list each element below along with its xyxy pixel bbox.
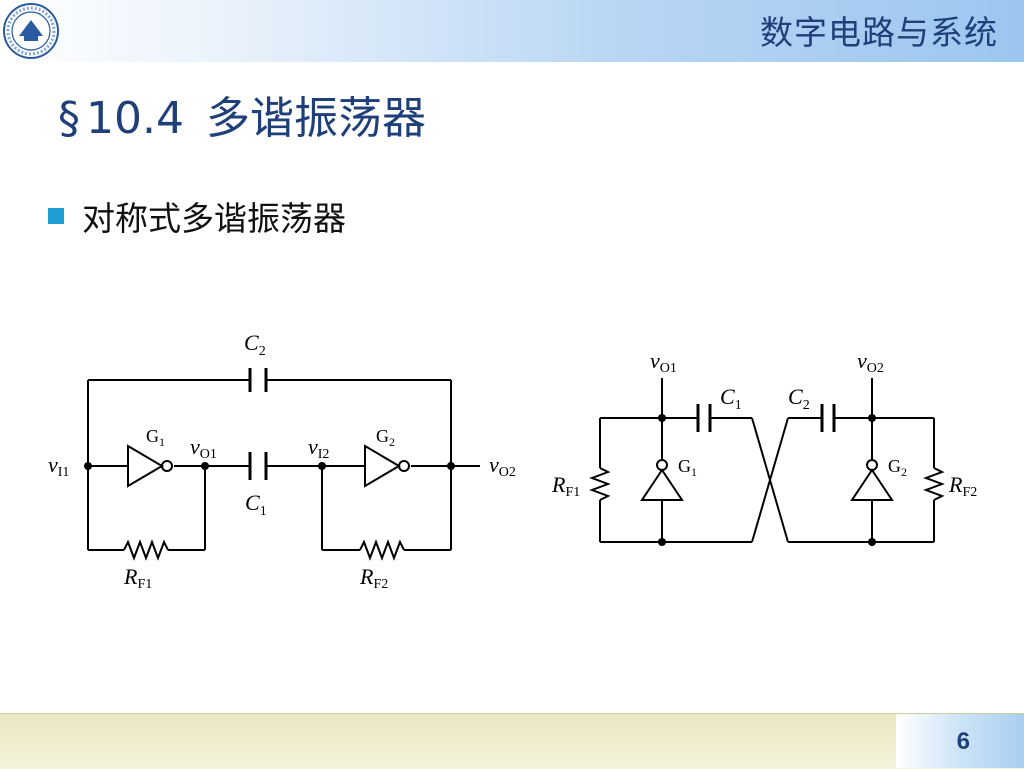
r-g2-subscript: 2 bbox=[901, 465, 907, 479]
svg-text:G1: G1 bbox=[146, 426, 165, 449]
r-vo1-subscript: O1 bbox=[660, 361, 677, 376]
svg-text:vI1: vI1 bbox=[48, 452, 69, 480]
section-number: 10.4 bbox=[86, 93, 184, 144]
r-rf2-label: R bbox=[948, 472, 963, 497]
c2-subscript: 2 bbox=[259, 344, 266, 359]
r-g1-label: G bbox=[678, 456, 691, 476]
vo1-label: v bbox=[190, 434, 200, 459]
vi1-label: v bbox=[48, 452, 58, 477]
r-vo1-label: v bbox=[650, 348, 660, 373]
vo2-subscript: O2 bbox=[499, 465, 516, 480]
bullet-item: 对称式多谐振荡器 bbox=[48, 192, 346, 240]
svg-text:vO2: vO2 bbox=[489, 452, 516, 480]
vi2-label: v bbox=[308, 434, 318, 459]
rf2-subscript: F2 bbox=[373, 577, 388, 592]
c1-label: C bbox=[245, 490, 260, 515]
svg-text:C1: C1 bbox=[245, 490, 267, 519]
r-g2-label: G bbox=[888, 456, 901, 476]
r-rf2-subscript: F2 bbox=[962, 485, 977, 500]
section-title: 多谐振荡器 bbox=[205, 93, 426, 144]
bullet-square-icon bbox=[48, 208, 64, 224]
vo1-subscript: O1 bbox=[200, 447, 217, 462]
r-c1-label: C bbox=[720, 384, 735, 409]
g1-subscript: 1 bbox=[159, 435, 165, 449]
bullet-text: 对称式多谐振荡器 bbox=[82, 199, 346, 238]
footer-bar bbox=[0, 713, 1024, 769]
course-title: 数字电路与系统 bbox=[760, 13, 998, 52]
section-symbol: § bbox=[58, 93, 80, 144]
svg-text:G1: G1 bbox=[678, 456, 697, 479]
slide-title: §10.4 多谐振荡器 bbox=[58, 82, 426, 146]
svg-text:G2: G2 bbox=[376, 426, 395, 449]
svg-text:RF2: RF2 bbox=[948, 472, 977, 500]
header-bar: 数字电路与系统 bbox=[0, 0, 1024, 62]
rf1-subscript: F1 bbox=[137, 577, 152, 592]
university-seal-logo bbox=[3, 3, 59, 59]
svg-text:C2: C2 bbox=[244, 330, 266, 359]
svg-text:C2: C2 bbox=[788, 384, 810, 413]
rf2-label: R bbox=[359, 564, 374, 589]
page-number: 6 bbox=[956, 728, 970, 755]
g2-subscript: 2 bbox=[389, 435, 395, 449]
vo2-label: v bbox=[489, 452, 499, 477]
svg-text:vO1: vO1 bbox=[190, 434, 217, 462]
r-rf1-label: R bbox=[551, 472, 566, 497]
svg-text:RF2: RF2 bbox=[359, 564, 388, 592]
svg-text:G2: G2 bbox=[888, 456, 907, 479]
g2-label: G bbox=[376, 426, 389, 446]
svg-text:RF1: RF1 bbox=[551, 472, 580, 500]
svg-text:RF1: RF1 bbox=[123, 564, 152, 592]
r-vo2-label: v bbox=[857, 348, 867, 373]
r-rf1-subscript: F1 bbox=[565, 485, 580, 500]
svg-text:C1: C1 bbox=[720, 384, 742, 413]
g1-label: G bbox=[146, 426, 159, 446]
c1-subscript: 1 bbox=[260, 504, 267, 519]
c2-label: C bbox=[244, 330, 259, 355]
r-g1-subscript: 1 bbox=[691, 465, 697, 479]
svg-text:vI2: vI2 bbox=[308, 434, 329, 462]
page-number-box: 6 bbox=[896, 714, 1024, 768]
r-c2-subscript: 2 bbox=[803, 398, 810, 413]
r-vo2-subscript: O2 bbox=[867, 361, 884, 376]
r-c2-label: C bbox=[788, 384, 803, 409]
svg-text:vO2: vO2 bbox=[857, 348, 884, 376]
vi2-subscript: I2 bbox=[318, 447, 330, 462]
vi1-subscript: I1 bbox=[58, 465, 70, 480]
svg-text:vO1: vO1 bbox=[650, 348, 677, 376]
rf1-label: R bbox=[123, 564, 138, 589]
r-c1-subscript: 1 bbox=[735, 398, 742, 413]
